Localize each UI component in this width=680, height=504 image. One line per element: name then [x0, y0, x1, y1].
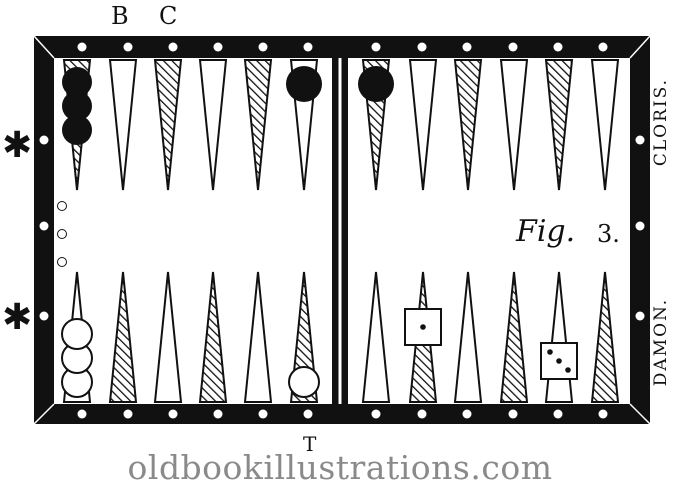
frame-hole: [39, 221, 49, 231]
frame-hole: [39, 135, 49, 145]
side-ring: [57, 257, 67, 267]
frame-hole: [417, 42, 427, 52]
top-point: [153, 59, 183, 191]
black-checker: [286, 66, 322, 102]
frame-hole: [635, 311, 645, 321]
frame-hole: [258, 42, 268, 52]
figure-label: Fig.: [516, 214, 576, 249]
die-pip: [565, 367, 571, 373]
frame-hole: [462, 42, 472, 52]
side-ring: [57, 229, 67, 239]
top-point: [198, 59, 228, 191]
asterisk-icon: ✱: [2, 297, 33, 338]
frame-hole: [123, 409, 133, 419]
bottom-point: [153, 271, 183, 403]
top-point: [243, 59, 273, 191]
asterisk-icon: ✱: [2, 125, 33, 166]
die-pip: [420, 324, 426, 330]
white-checker: [61, 318, 93, 350]
frame-hole: [635, 135, 645, 145]
board-checkers: [61, 66, 394, 398]
frame-hole: [258, 409, 268, 419]
frame-hole: [77, 42, 87, 52]
frame-hole: [303, 409, 313, 419]
die-pip: [547, 349, 553, 355]
bottom-point: [198, 271, 228, 403]
bevel-bl: [33, 403, 55, 425]
frame-hole: [39, 311, 49, 321]
frame-hole: [508, 42, 518, 52]
top-point: [499, 59, 529, 191]
frame-hole: [635, 221, 645, 231]
frame-hole: [462, 409, 472, 419]
frame-hole: [508, 409, 518, 419]
player-label-damon: DAMON.: [651, 297, 671, 387]
bevel-tr: [629, 35, 651, 59]
top-point: [408, 59, 438, 191]
bottom-point: [499, 271, 529, 403]
bottom-point: [243, 271, 273, 403]
frame-hole: [371, 409, 381, 419]
figure-number: 3.: [597, 220, 620, 248]
frame-hole: [371, 42, 381, 52]
top-point: [590, 59, 620, 191]
frame-hole: [598, 42, 608, 52]
label-c: C: [159, 2, 178, 30]
frame-hole: [168, 42, 178, 52]
bottom-point: [590, 271, 620, 403]
black-checker: [62, 115, 92, 145]
side-ring: [57, 201, 67, 211]
player-label-cloris: CLORIS.: [651, 77, 671, 167]
label-t: T: [303, 432, 317, 456]
black-checker: [62, 91, 92, 121]
white-checker: [288, 366, 320, 398]
top-point: [544, 59, 574, 191]
frame-holes: [39, 42, 645, 419]
frame-hole: [303, 42, 313, 52]
frame-hole: [598, 409, 608, 419]
die-pip: [556, 358, 562, 364]
frame-hole: [213, 42, 223, 52]
frame-hole: [123, 42, 133, 52]
bottom-point: [108, 271, 138, 403]
top-point: [108, 59, 138, 191]
bottom-point: [361, 271, 391, 403]
frame-hole: [77, 409, 87, 419]
bevel-br: [629, 403, 651, 425]
black-checker: [358, 66, 394, 102]
board-dice: [404, 308, 578, 380]
label-b: B: [111, 2, 129, 30]
watermark-credit: oldbookillustrations.com: [127, 448, 553, 487]
frame-hole: [553, 409, 563, 419]
bevel-tl: [33, 35, 55, 59]
frame-hole: [168, 409, 178, 419]
frame-hole: [553, 42, 563, 52]
top-point: [453, 59, 483, 191]
black-checker: [62, 67, 92, 97]
bottom-point: [453, 271, 483, 403]
frame-hole: [213, 409, 223, 419]
frame-hole: [417, 409, 427, 419]
